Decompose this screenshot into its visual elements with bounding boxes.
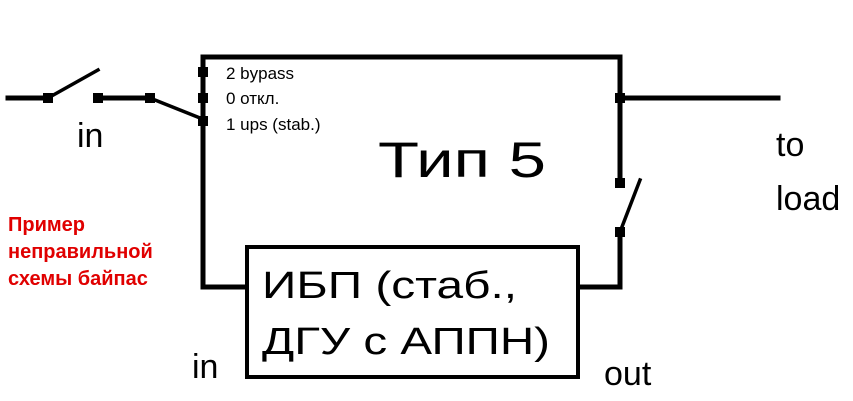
terminal-out-switch-top [615, 178, 625, 188]
ups-input-label: in [192, 348, 218, 386]
ups-box [245, 245, 580, 379]
switch-position-ups: 1 ups (stab.) [226, 115, 321, 134]
terminal-output-node [615, 93, 625, 103]
input-label: in [77, 117, 103, 155]
selector-arm [147, 95, 208, 123]
diagram-title: Тип 5 [378, 132, 546, 188]
terminal-pos-off [198, 93, 208, 103]
terminal-pos-ups [198, 116, 208, 126]
note-line-3: схемы байпас [8, 268, 148, 290]
terminal-input-1 [43, 93, 53, 103]
switch-position-bypass: 2 bypass [226, 64, 294, 83]
note-line-2: неправильной [8, 241, 153, 263]
terminal-input-2 [93, 93, 103, 103]
output-switch-arm [617, 177, 643, 235]
switch-position-off: 0 откл. [226, 89, 279, 108]
note-line-1: Пример [8, 214, 85, 236]
ups-output-label: out [604, 355, 652, 393]
ups-box-line-2: ДГУ с АППН) [262, 321, 550, 363]
terminal-selector-common [145, 93, 155, 103]
input-switch-arm [45, 67, 101, 101]
output-label-line-1: to [776, 126, 804, 164]
output-label-line-2: load [776, 180, 840, 218]
terminal-pos-bypass [198, 67, 208, 77]
ups-box-line-1: ИБП (стаб., [262, 265, 517, 307]
terminal-out-switch-bottom [615, 227, 625, 237]
